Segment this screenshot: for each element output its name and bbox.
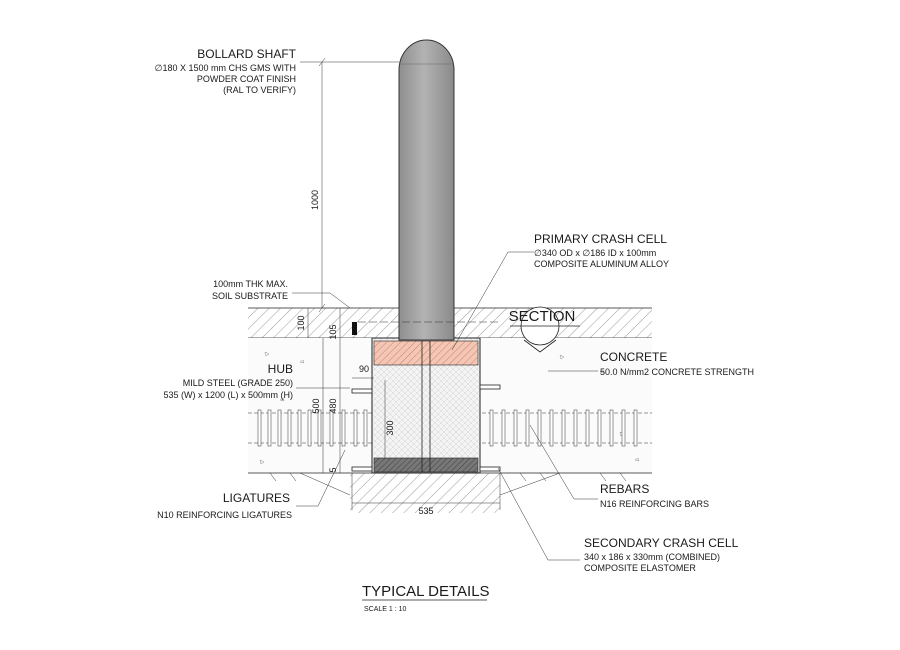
rebar-bar [277,409,282,447]
rebars-title: REBARS [600,482,649,496]
concrete-note: CONCRETE 50.0 N/mm2 CONCRETE STRENGTH [600,350,754,377]
rebar-bar [597,409,602,447]
hub-line2: 535 (W) x 1200 (L) x 500mm (H) [163,390,293,400]
rebar-bar [329,409,334,447]
section-marker-block [352,322,357,335]
dim-1000: 1000 [310,190,320,210]
section-callout: SECTION [509,306,580,353]
leader-lines [292,61,598,561]
dim-480: 480 [328,398,338,413]
soil-below [269,472,627,513]
rebar-bar [363,409,368,447]
secondary-line2: COMPOSITE ELASTOMER [584,563,696,573]
concrete-title: CONCRETE [600,350,667,364]
ligatures-title: LIGATURES [223,491,290,505]
rebar-bar [573,409,578,447]
title-block: TYPICAL DETAILS SCALE 1 : 10 [362,583,490,613]
primary-title: PRIMARY CRASH CELL [534,232,667,246]
hub-line1: MILD STEEL (GRADE 250) [183,378,293,388]
rebars-group [257,409,638,447]
dim-535: 535 [418,506,433,516]
soil-line2: SOIL SUBSTRATE [212,291,288,301]
bollard-line3: (RAL TO VERIFY) [223,85,296,95]
primary-crash-cell [373,340,479,366]
soil-line1: 100mm THK MAX. [213,279,288,289]
primary-line2: COMPOSITE ALUMINUM ALLOY [534,259,669,269]
rebar-bar [341,409,346,447]
rebars-note: REBARS N16 REINFORCING BARS [600,482,709,509]
dim-100: 100 [296,315,306,330]
secondary-crash-cell-note: SECONDARY CRASH CELL 340 x 186 x 330mm (… [584,536,739,573]
scale-label: SCALE 1 : 10 [364,606,407,613]
rebar-bar [633,409,638,447]
hub-title: HUB [268,362,293,376]
section-label: SECTION [509,308,576,325]
primary-line1: ∅340 OD x ∅186 ID x 100mm [534,248,656,258]
rebar-bar [267,409,272,447]
dim-500: 500 [311,398,321,413]
dim-5: 5 [328,467,338,472]
secondary-crash-cell [373,457,479,473]
rebar-bar [537,409,542,447]
rebar-bar [561,409,566,447]
rebar-bar [525,409,530,447]
bollard-title: BOLLARD SHAFT [197,47,296,61]
ligatures-line1: N10 REINFORCING LIGATURES [157,510,292,520]
concrete-line1: 50.0 N/mm2 CONCRETE STRENGTH [600,367,754,377]
hub-note: HUB MILD STEEL (GRADE 250) 535 (W) x 120… [163,362,293,400]
rebar-bar [501,409,506,447]
shaft-sleeve [421,341,431,472]
rebar-bar [257,409,262,447]
bollard-shaft [398,39,455,341]
rebar-bar [585,409,590,447]
bollard-line2: POWDER COAT FINISH [197,74,296,84]
rebar-bar [353,409,358,447]
rebars-line1: N16 REINFORCING BARS [600,499,709,509]
rebar-bar [621,409,626,447]
primary-crash-cell-note: PRIMARY CRASH CELL ∅340 OD x ∅186 ID x 1… [534,232,669,269]
soil-note: 100mm THK MAX. SOIL SUBSTRATE [212,279,288,301]
dim-105: 105 [328,324,338,339]
ligatures-note: LIGATURES N10 REINFORCING LIGATURES [157,491,292,520]
secondary-title: SECONDARY CRASH CELL [584,536,739,550]
rebar-bar [317,409,322,447]
bollard-shaft-note: BOLLARD SHAFT ∅180 X 1500 mm CHS GMS WIT… [155,47,297,95]
rebar-bar [609,409,614,447]
secondary-line1: 340 x 186 x 330mm (COMBINED) [584,552,720,562]
rebar-bar [489,409,494,447]
dim-90: 90 [359,364,369,374]
rebar-bar [549,409,554,447]
dim-300: 300 [385,420,395,435]
main-title: TYPICAL DETAILS [362,583,490,600]
rebar-bar [287,409,292,447]
rebar-bar [513,409,518,447]
bollard-line1: ∅180 X 1500 mm CHS GMS WITH [155,63,296,73]
dimension-lines [307,57,501,510]
rebar-bar [307,409,312,447]
rebar-bar [297,409,302,447]
